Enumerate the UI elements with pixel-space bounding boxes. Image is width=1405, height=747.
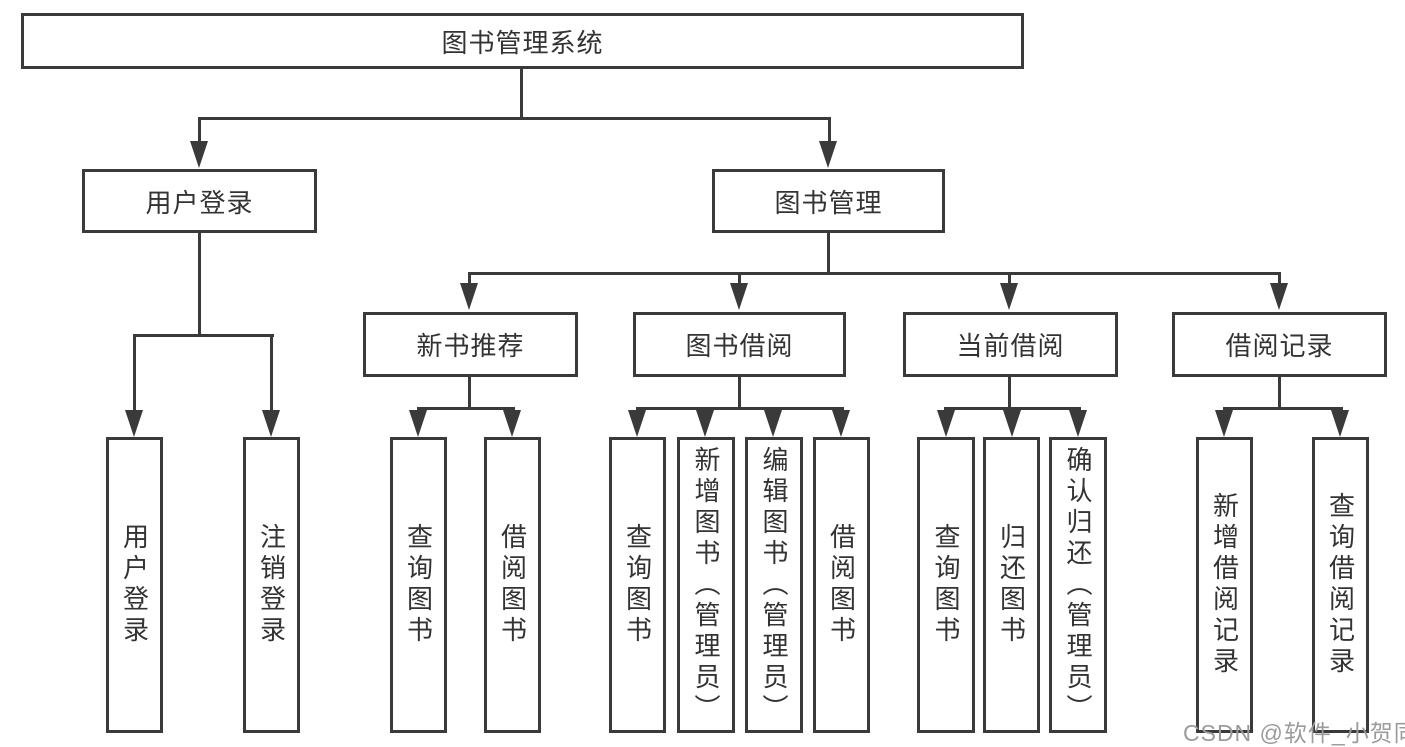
connector-line bbox=[198, 117, 201, 145]
connector-line bbox=[468, 272, 1281, 275]
leaf-label: 注销登录 bbox=[256, 523, 287, 647]
arrowhead-down-icon bbox=[460, 283, 478, 310]
csdn-watermark: CSDN @软件_小贺同学 bbox=[1183, 720, 1405, 746]
arrowhead-down-icon bbox=[1003, 410, 1021, 437]
node-book-management: 图书管理 bbox=[712, 169, 945, 233]
leaf-label: 查询图书 bbox=[403, 523, 434, 647]
leaf-recommend-query-books: 查询图书 bbox=[390, 437, 447, 733]
leaf-label: 用户登录 bbox=[119, 523, 150, 647]
connector-line bbox=[468, 377, 471, 410]
node-label: 图书管理 bbox=[774, 187, 883, 218]
arrowhead-down-icon bbox=[503, 410, 521, 437]
connector-line bbox=[1008, 377, 1011, 410]
connector-line bbox=[828, 117, 831, 145]
connector-line bbox=[636, 407, 844, 410]
arrowhead-down-icon bbox=[125, 410, 143, 437]
node-label: 新书推荐 bbox=[416, 331, 525, 361]
node-label: 当前借阅 bbox=[956, 331, 1065, 361]
arrowhead-down-icon bbox=[764, 410, 782, 437]
leaf-user-login: 用户登录 bbox=[106, 437, 163, 733]
leaf-current-return-books: 归还图书 bbox=[983, 437, 1040, 733]
arrowhead-down-icon bbox=[262, 410, 280, 437]
connector-line bbox=[133, 334, 274, 337]
leaf-label: 借阅图书 bbox=[826, 523, 857, 647]
node-label: 用户登录 bbox=[145, 187, 254, 218]
leaf-label: 确认归还（管理员） bbox=[1063, 445, 1093, 725]
connector-line bbox=[198, 117, 831, 120]
node-book-borrowing: 图书借阅 bbox=[633, 312, 846, 377]
node-root-library-system: 图书管理系统 bbox=[21, 13, 1024, 69]
connector-line bbox=[1223, 407, 1343, 410]
arrowhead-down-icon bbox=[190, 141, 208, 168]
arrowhead-down-icon bbox=[832, 410, 850, 437]
leaf-borrow-query-books: 查询图书 bbox=[609, 437, 666, 733]
arrowhead-down-icon bbox=[628, 410, 646, 437]
node-label: 图书借阅 bbox=[685, 331, 794, 361]
leaf-add-borrow-record: 新增借阅记录 bbox=[1196, 437, 1253, 733]
leaf-borrow-borrow-books: 借阅图书 bbox=[813, 437, 870, 733]
connector-line bbox=[133, 334, 136, 414]
arrowhead-down-icon bbox=[819, 141, 837, 168]
connector-line bbox=[738, 377, 741, 410]
leaf-label: 归还图书 bbox=[996, 523, 1027, 647]
leaf-label: 编辑图书（管理员） bbox=[759, 445, 789, 725]
connector-line bbox=[520, 69, 523, 119]
node-current-borrowing: 当前借阅 bbox=[903, 312, 1118, 377]
arrowhead-down-icon bbox=[1331, 410, 1349, 437]
leaf-query-borrow-record: 查询借阅记录 bbox=[1312, 437, 1369, 733]
leaf-recommend-borrow-books: 借阅图书 bbox=[484, 437, 541, 733]
leaf-borrow-add-books-admin: 新增图书（管理员） bbox=[677, 437, 735, 733]
node-new-book-recommend: 新书推荐 bbox=[363, 312, 578, 377]
leaf-current-query-books: 查询图书 bbox=[917, 437, 975, 733]
leaf-label: 查询借阅记录 bbox=[1325, 492, 1356, 678]
leaf-label: 新增借阅记录 bbox=[1209, 492, 1240, 678]
node-label: 借阅记录 bbox=[1225, 331, 1334, 361]
connector-line bbox=[468, 272, 471, 285]
connector-line bbox=[1278, 272, 1281, 285]
connector-line bbox=[944, 407, 1081, 410]
connector-line bbox=[270, 334, 273, 414]
connector-line bbox=[827, 233, 830, 275]
arrowhead-down-icon bbox=[1000, 283, 1018, 310]
arrowhead-down-icon bbox=[1215, 410, 1233, 437]
arrowhead-down-icon bbox=[1069, 410, 1087, 437]
arrowhead-down-icon bbox=[730, 283, 748, 310]
arrowhead-down-icon bbox=[937, 410, 955, 437]
connector-line bbox=[1278, 377, 1281, 410]
leaf-logout: 注销登录 bbox=[243, 437, 300, 733]
arrowhead-down-icon bbox=[696, 410, 714, 437]
arrowhead-down-icon bbox=[409, 410, 427, 437]
node-borrowing-records: 借阅记录 bbox=[1172, 312, 1387, 377]
leaf-label: 借阅图书 bbox=[497, 523, 528, 647]
connector-line bbox=[1008, 272, 1011, 285]
leaf-label: 查询图书 bbox=[622, 523, 653, 647]
connector-line bbox=[198, 233, 201, 337]
leaf-label: 新增图书（管理员） bbox=[691, 445, 721, 725]
leaf-current-confirm-return-admin: 确认归还（管理员） bbox=[1049, 437, 1107, 733]
connector-line bbox=[738, 272, 741, 285]
leaf-label: 查询图书 bbox=[931, 523, 961, 647]
node-label: 图书管理系统 bbox=[441, 27, 604, 58]
arrowhead-down-icon bbox=[1270, 283, 1288, 310]
connector-line bbox=[417, 407, 515, 410]
node-user-login: 用户登录 bbox=[82, 169, 317, 233]
leaf-borrow-edit-books-admin: 编辑图书（管理员） bbox=[745, 437, 803, 733]
